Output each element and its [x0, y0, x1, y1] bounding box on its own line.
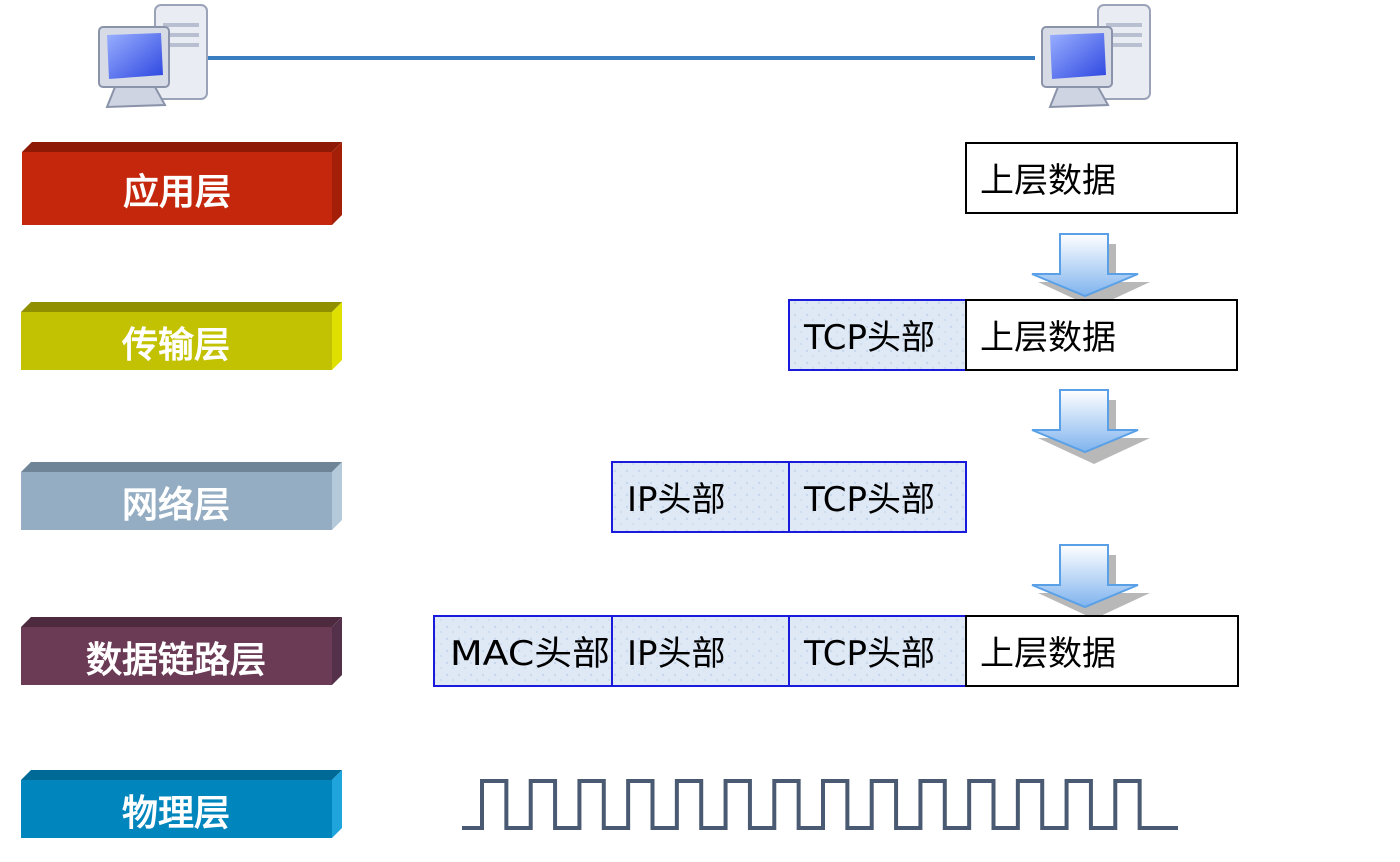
layer-bar-datalink: 数据链路层 — [21, 617, 342, 685]
application-pdu: 上层数据 — [965, 142, 1238, 214]
down-arrow-icon — [1031, 544, 1150, 619]
layer-label-application: 应用层 — [123, 172, 231, 213]
tcp-header-label: TCP头部 — [803, 634, 935, 674]
layer-label-transport: 传输层 — [121, 325, 230, 366]
layer-label-datalink: 数据链路层 — [86, 640, 266, 681]
layer-label-network: 网络层 — [122, 484, 230, 526]
ip-header-label: IP头部 — [627, 480, 726, 520]
computer-icon — [1041, 4, 1151, 109]
down-arrow-icon — [1031, 233, 1150, 308]
tcp-header-box — [788, 299, 967, 371]
upper-data-box — [965, 142, 1238, 214]
network-pdu: IP头部 TCP头部 — [611, 461, 967, 533]
layer-label-physical: 物理层 — [122, 793, 230, 834]
down-arrow-icon — [1031, 389, 1150, 464]
layer-bar-transport: 传输层 — [21, 302, 342, 370]
layer-bar-physical: 物理层 — [21, 770, 342, 838]
layer-bar-network: 网络层 — [21, 462, 342, 530]
physical-signal-wave — [462, 779, 1178, 830]
layer-bar-application: 应用层 — [22, 142, 342, 225]
tcp-header-label: TCP头部 — [803, 318, 935, 358]
mac-header-box — [433, 615, 613, 687]
upper-data-box — [965, 299, 1238, 371]
upper-data-box — [965, 615, 1239, 687]
upper-data-label: 上层数据 — [980, 161, 1116, 201]
upper-data-label: 上层数据 — [980, 318, 1116, 358]
tcp-header-box — [788, 461, 967, 533]
upper-data-label: 上层数据 — [980, 634, 1116, 674]
computer-icon — [98, 4, 208, 109]
transport-pdu: TCP头部 上层数据 — [788, 299, 1238, 371]
ip-header-label: IP头部 — [627, 634, 726, 674]
ip-header-box — [611, 461, 790, 533]
datalink-pdu: MAC头部 IP头部 TCP头部 上层数据 — [433, 615, 1239, 687]
tcp-header-box — [788, 615, 967, 687]
tcp-header-label: TCP头部 — [803, 480, 935, 520]
mac-header-label: MAC头部 — [450, 634, 610, 674]
